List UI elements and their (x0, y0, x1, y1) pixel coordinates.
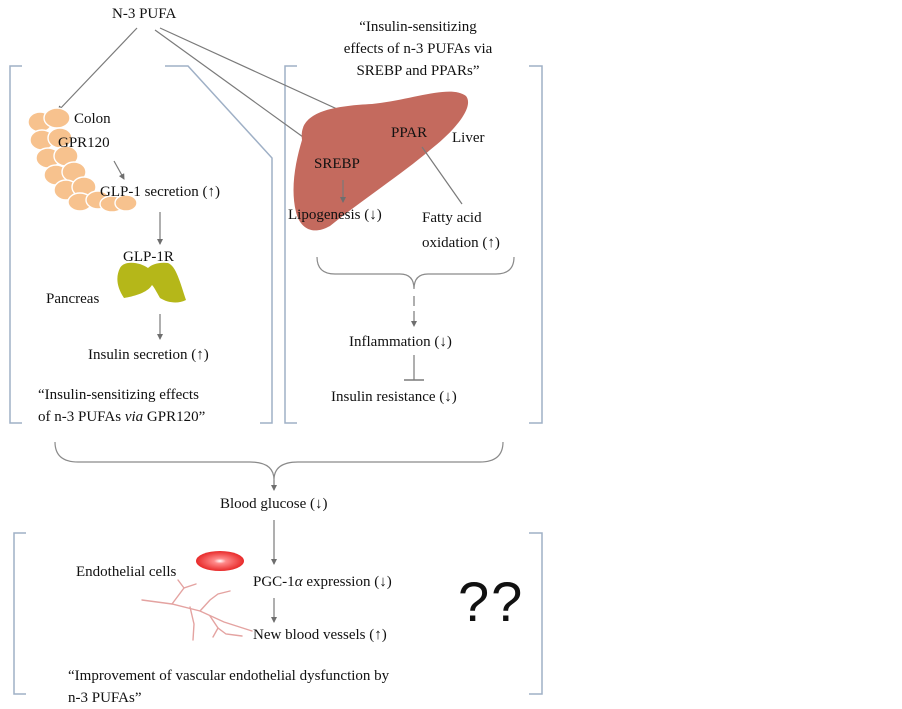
pancreas-label: Pancreas (46, 291, 100, 307)
bottom-panel-caption: “Improvement of vascular endothelial dys… (68, 665, 389, 709)
right-panel-caption: “Insulin-sensitizing effects of n-3 PUFA… (318, 16, 518, 82)
pgc1-post: expression (↓) (302, 574, 392, 590)
glp1-secretion-label: GLP-1 secretion (↑) (100, 184, 220, 200)
fatty-acid-line-1: Fatty acid (422, 210, 482, 226)
bottom-panel-frame (13, 532, 543, 695)
pgc1-expression-label: PGC-1α expression (↓) (253, 573, 392, 591)
new-vessels-label: New blood vessels (↑) (253, 627, 387, 643)
ppar-to-fatty-acid-line (421, 146, 463, 205)
pgc1-pre: PGC-1 (253, 574, 295, 590)
fatty-acid-line-2: oxidation (↑) (422, 235, 500, 251)
pancreas-illustration (117, 262, 186, 303)
endothelial-cell-icon (196, 551, 244, 571)
pufa-to-colon-line (57, 27, 138, 112)
right-caption-line-2: effects of n-3 PUFAs via (343, 41, 493, 57)
colon-illustration (27, 107, 138, 213)
left-caption-line-2: of n-3 PUFAs via GPR120” (38, 406, 205, 428)
inflammation-label: Inflammation (↓) (349, 334, 452, 350)
ppar-label: PPAR (391, 125, 428, 141)
blood-glucose-label: Blood glucose (↓) (220, 496, 328, 512)
gpr120-to-glp1-arrow (113, 160, 125, 180)
pufa-to-srebp-line (154, 29, 322, 151)
glp1r-label: GLP-1R (123, 249, 174, 265)
bottom-caption-line-2: n-3 PUFAs” (68, 690, 142, 706)
endothelial-cells-label: Endothelial cells (76, 564, 177, 580)
colon-label: Colon (74, 111, 111, 127)
liver-label: Liver (452, 130, 485, 146)
blood-glucose-brace (54, 441, 504, 481)
unknown-question-marks: ?? (458, 570, 525, 633)
bottom-caption-line-1: “Improvement of vascular endothelial dys… (68, 668, 390, 684)
left-panel-frame (9, 65, 273, 424)
right-caption-line-3: SREBP and PPARs” (356, 63, 480, 79)
pgc1-alpha: α (294, 574, 303, 590)
left-caption-via: via (124, 409, 144, 425)
left-panel-caption: “Insulin-sensitizing effects of n-3 PUFA… (38, 384, 205, 428)
right-panel-brace (316, 256, 515, 290)
right-caption-line-1: “Insulin-sensitizing (359, 19, 477, 35)
srebp-label: SREBP (314, 156, 360, 172)
liver-illustration (293, 91, 469, 231)
right-panel-frame (284, 65, 543, 424)
left-caption-pre: of n-3 PUFAs (38, 409, 125, 425)
insulin-resistance-label: Insulin resistance (↓) (331, 389, 457, 405)
fatty-acid-label: Fatty acid oxidation (↑) (422, 206, 500, 256)
gpr120-label: GPR120 (58, 135, 110, 151)
pufa-title: N-3 PUFA (112, 6, 177, 22)
left-caption-line-1: “Insulin-sensitizing effects (38, 387, 199, 403)
insulin-secretion-label: Insulin secretion (↑) (88, 347, 209, 363)
left-caption-post: GPR120” (143, 409, 206, 425)
lipogenesis-label: Lipogenesis (↓) (288, 207, 382, 223)
blood-vessels-illustration (141, 579, 253, 641)
